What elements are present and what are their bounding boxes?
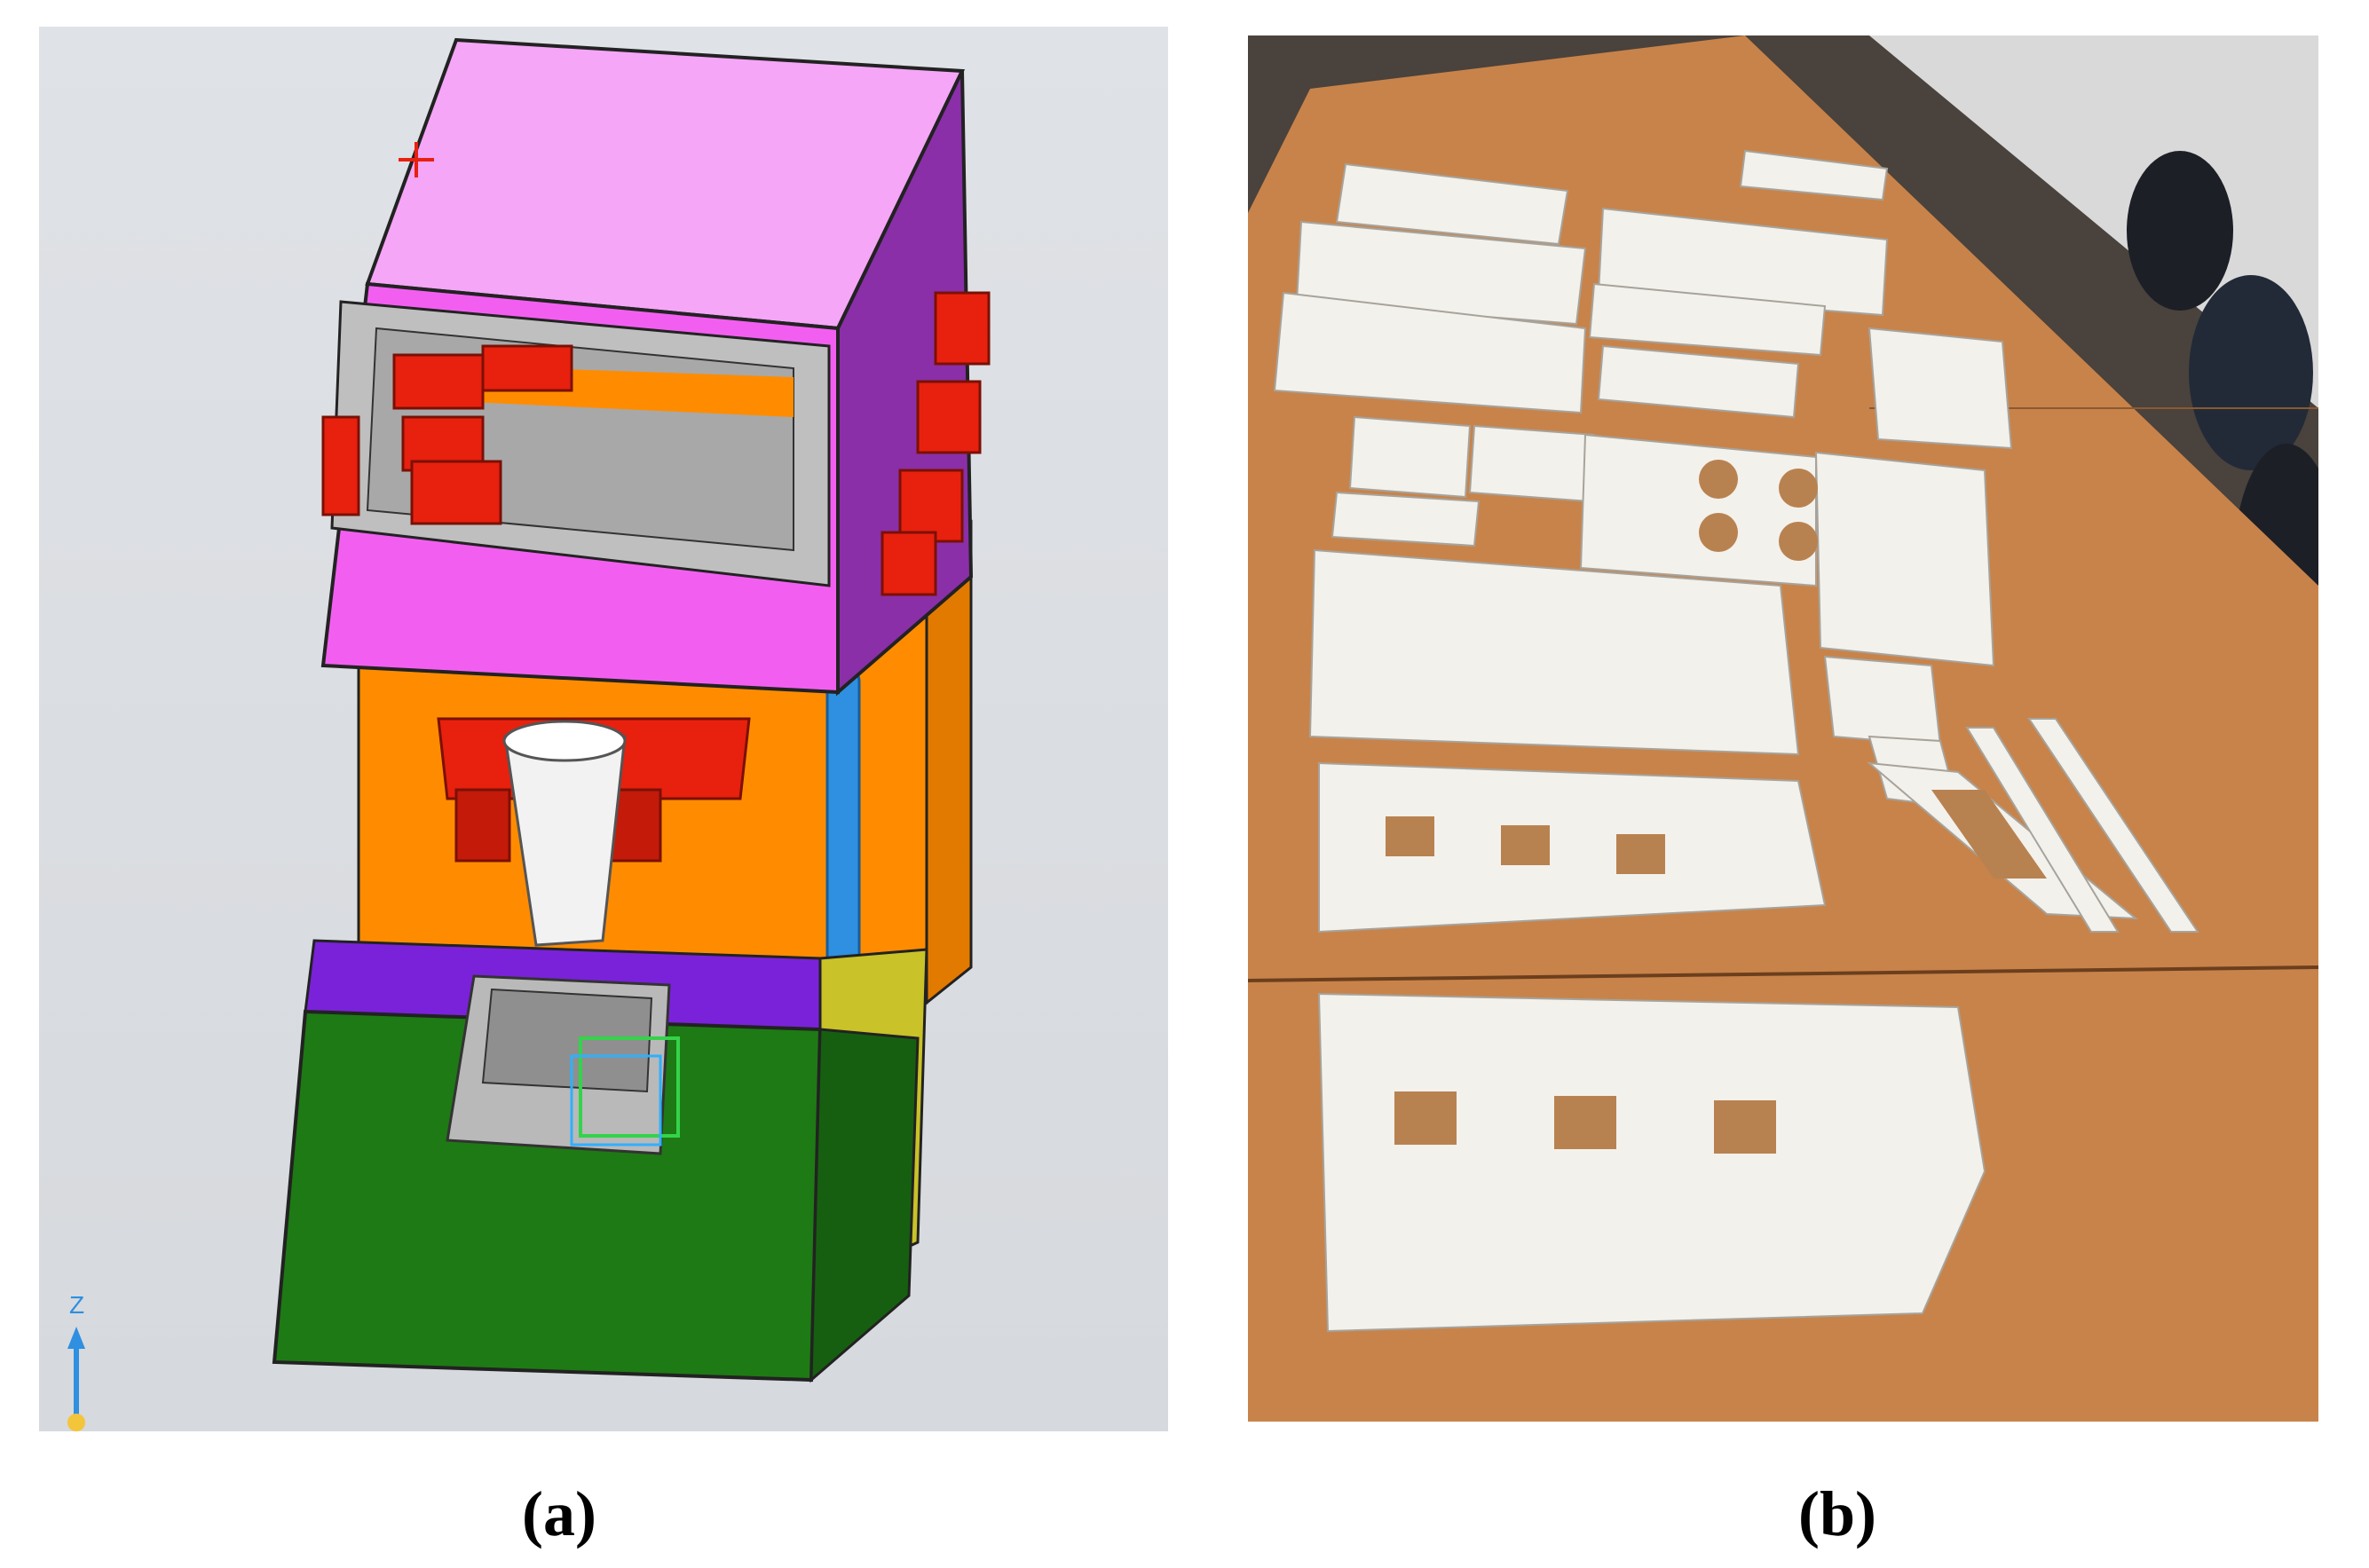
- plywood-part: [1308, 548, 1800, 756]
- plywood-part: [1597, 344, 1800, 419]
- z-axis-label: Z: [69, 1291, 84, 1319]
- plywood-part: [1588, 282, 1827, 357]
- plywood-part: [1579, 433, 1817, 587]
- base-side-green: [809, 1028, 920, 1383]
- plywood-part: [1597, 207, 1889, 317]
- plywood-parts: [1273, 149, 2199, 1333]
- laser-cut-photo-drawing: [1248, 35, 2318, 1422]
- paper-cup: [502, 720, 627, 947]
- plywood-part: [1739, 149, 1889, 201]
- cad-model-drawing: Z: [67, 37, 991, 1431]
- servo-motors-side: [880, 291, 991, 596]
- cutout-holes: [1386, 460, 2047, 1154]
- servo-left: [321, 415, 360, 516]
- plywood-part: [1965, 727, 2120, 933]
- plywood-part: [1295, 220, 1587, 326]
- plywood-part: [1331, 491, 1481, 548]
- servo-motors-inner: [392, 344, 573, 525]
- laser-cut-photo-panel: [1248, 35, 2318, 1422]
- panel-a-caption: (a): [522, 1478, 596, 1549]
- plywood-part: [1814, 451, 1995, 667]
- chair: [2189, 275, 2313, 470]
- plywood-part: [1468, 424, 1596, 503]
- plywood-part: [1868, 327, 2013, 450]
- plywood-part: [2027, 718, 2199, 933]
- plywood-part: [1335, 162, 1569, 246]
- plywood-part: [1348, 415, 1472, 499]
- plywood-part: [1318, 761, 1827, 934]
- selection-gizmo: [579, 1036, 680, 1138]
- cad-model-panel: Z: [39, 27, 1168, 1431]
- origin-marker: [399, 142, 434, 177]
- chair: [2127, 151, 2233, 311]
- plywood-part: [1317, 992, 1986, 1333]
- z-axis-icon: Z: [67, 1291, 85, 1431]
- plywood-part: [1823, 655, 1942, 747]
- panel-b-caption: (b): [1798, 1478, 1876, 1549]
- plywood-part: [1273, 291, 1587, 414]
